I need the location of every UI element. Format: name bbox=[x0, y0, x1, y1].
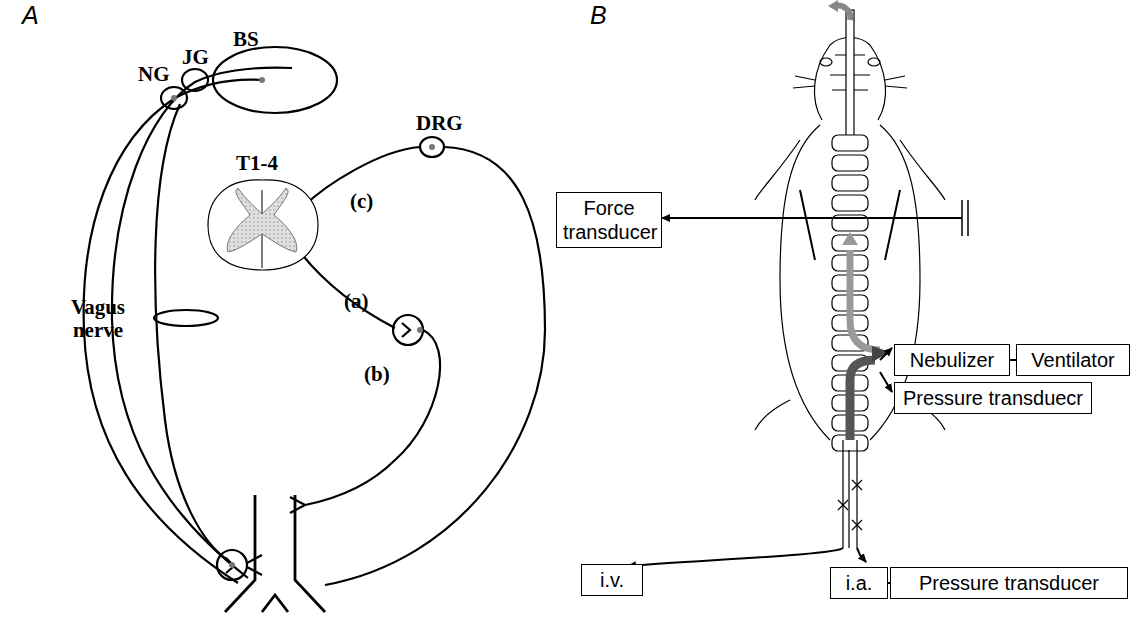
structure-label: (a) bbox=[344, 290, 369, 313]
structure-label: JG bbox=[182, 46, 209, 69]
box-text: Ventilator bbox=[1031, 349, 1114, 371]
instrument-box: Pressure transduecr bbox=[894, 382, 1092, 414]
structure-label: Vagus nerve bbox=[60, 296, 136, 342]
panel-letter: B bbox=[590, 2, 607, 30]
instrument-box: Force transducer bbox=[556, 192, 662, 248]
panel-a-drawing bbox=[84, 47, 545, 612]
structure-label: (b) bbox=[364, 363, 390, 386]
instrument-box: Nebulizer bbox=[894, 344, 1010, 376]
box-text: Nebulizer bbox=[910, 349, 994, 371]
box-text: i.a. bbox=[846, 572, 873, 594]
structure-label: DRG bbox=[416, 112, 463, 135]
panel-b-rat bbox=[628, 0, 968, 566]
box-text: Force transducer bbox=[563, 197, 658, 243]
structure-label: BS bbox=[233, 28, 259, 51]
structure-label: NG bbox=[138, 63, 170, 86]
box-text: i.v. bbox=[600, 569, 624, 591]
spinal-cord bbox=[208, 180, 318, 270]
instrument-box: i.v. bbox=[581, 564, 643, 596]
panel-letter: A bbox=[22, 2, 39, 30]
instrument-box: i.a. bbox=[830, 567, 888, 599]
instrument-box: Ventilator bbox=[1016, 344, 1130, 376]
structure-label: (c) bbox=[350, 190, 373, 213]
box-text: Pressure transducer bbox=[919, 572, 1099, 594]
box-text: Pressure transduecr bbox=[903, 387, 1083, 409]
instrument-box: Pressure transducer bbox=[890, 567, 1128, 599]
structure-label: T1-4 bbox=[236, 152, 278, 175]
